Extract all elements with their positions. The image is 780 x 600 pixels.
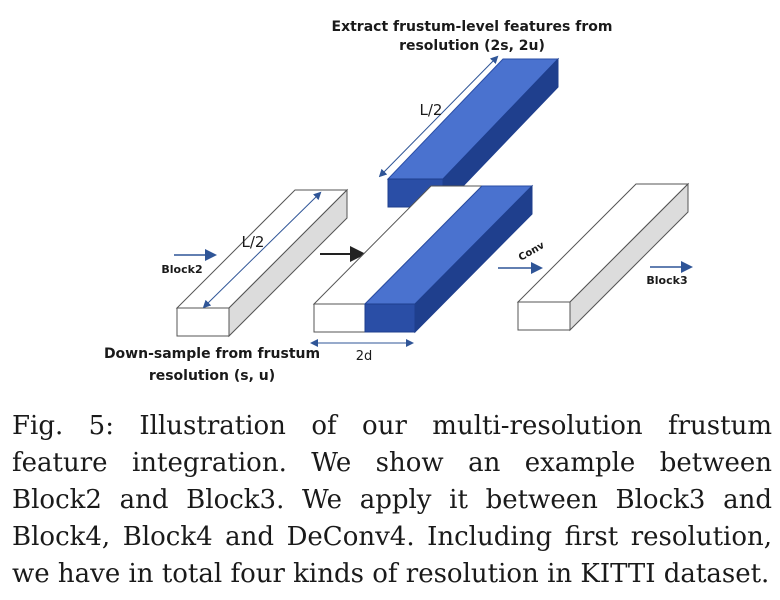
conv-label: Conv [517, 240, 547, 264]
figure-caption: Fig. 5: Illustration of our multi-resolu… [12, 411, 772, 589]
length-label-top: L/2 [420, 101, 443, 119]
bottom-label-line1: Down-sample from frustum [104, 346, 320, 362]
frustum-integration-diagram: Extract frustum-level features from reso… [104, 19, 693, 384]
output-block-right [516, 182, 690, 332]
block-in-label: Block2 [161, 263, 202, 276]
top-label-line1: Extract frustum-level features from [332, 19, 613, 35]
top-length-dimension [378, 55, 499, 178]
concatenated-block [312, 184, 534, 334]
block-out-label: Block3 [646, 274, 687, 287]
left-length-dimension [202, 191, 322, 309]
top-label-line2: resolution (2s, 2u) [399, 38, 545, 54]
width-label: 2d [356, 349, 373, 364]
bottom-label-line2: resolution (s, u) [149, 368, 275, 384]
length-label-left: L/2 [242, 233, 265, 251]
